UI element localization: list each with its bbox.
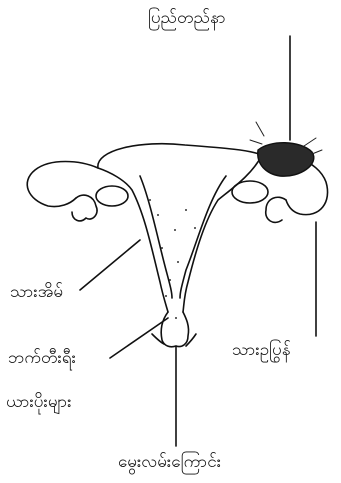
label-pathogens: ယားပိုးများ [6, 392, 72, 412]
bacteria-dots [149, 199, 196, 319]
tumor-mass [258, 143, 314, 176]
label-bacteria: ဘက်တီးရီး [8, 348, 76, 368]
left-fallopian-tube [27, 162, 98, 207]
right-fimbria [266, 197, 286, 222]
label-uterus: သားအိမ် [10, 282, 63, 302]
leader-line-left2 [110, 318, 168, 358]
label-tumor: ပြည်တည်နာ [148, 8, 226, 28]
uterus-outline [98, 144, 262, 312]
label-fallopian-tube: သားဥပြွန် [232, 340, 291, 360]
leader-line-left1 [80, 240, 140, 290]
vaginal-canal [152, 334, 196, 346]
right-ovary [232, 181, 268, 203]
cervix [161, 312, 188, 347]
uterine-cavity [140, 176, 226, 298]
label-vagina: မွေးလမ်းကြောင်း [118, 452, 221, 472]
left-ovary [96, 186, 128, 206]
